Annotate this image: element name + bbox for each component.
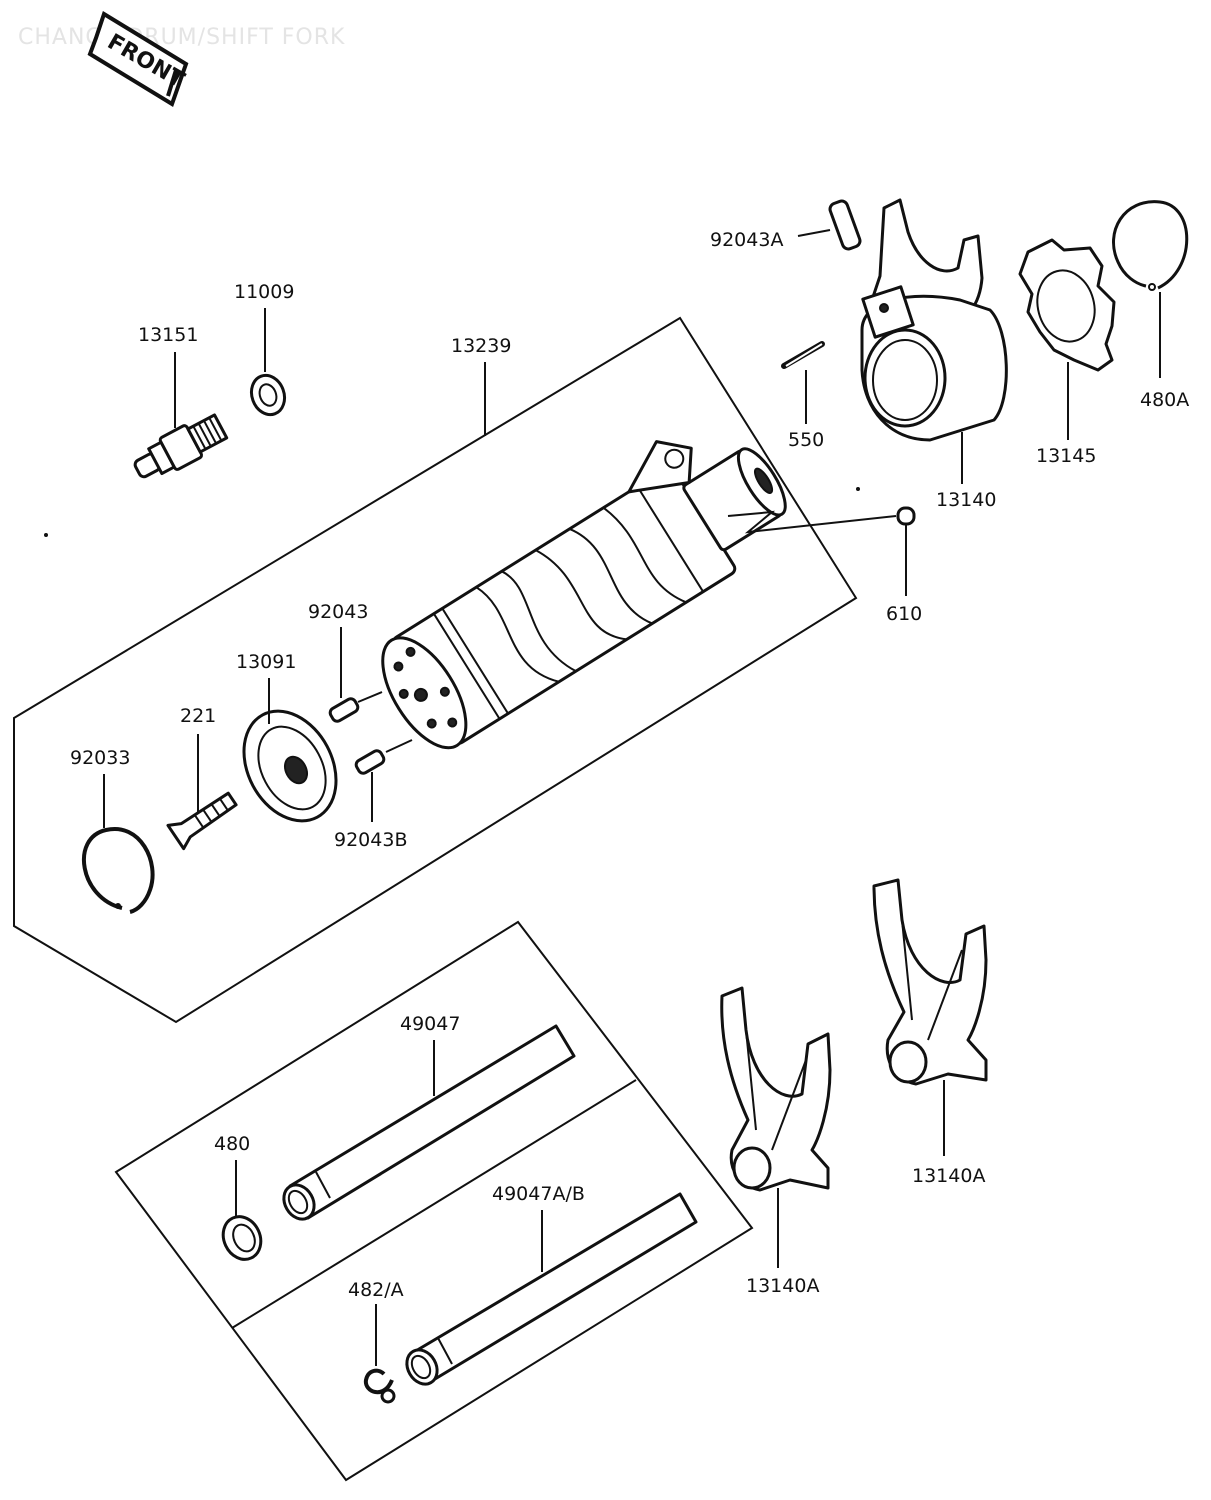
washer-11009: [249, 373, 287, 417]
label-480: 480: [214, 1133, 250, 1155]
label-550: 550: [788, 429, 824, 451]
clip-482A: [363, 1368, 396, 1404]
label-92043A: 92043A: [710, 229, 783, 251]
label-610: 610: [886, 603, 922, 625]
label-13151: 13151: [138, 324, 198, 346]
diagram-title: CHANGE DRUM/SHIFT FORK: [18, 25, 345, 50]
leader-92043-to-drum: [357, 691, 383, 703]
shift-fork-13140A-right: [872, 878, 988, 1086]
label-221: 221: [180, 705, 216, 727]
label-13140: 13140: [936, 489, 996, 511]
shift-fork-13140A-left: [720, 986, 832, 1192]
shift-rod-49047AB: [405, 1192, 698, 1386]
circlip-480A: [1112, 200, 1189, 291]
pin-92043: [328, 697, 360, 723]
label-13140A-left: 13140A: [746, 1275, 819, 1297]
circlip-92033: [81, 826, 155, 914]
label-13091: 13091: [236, 651, 296, 673]
screw-221: [166, 791, 238, 851]
shaft-frame-divider: [231, 1079, 637, 1329]
leader-610: [727, 510, 897, 534]
label-11009: 11009: [234, 281, 294, 303]
pin-92043A: [828, 199, 862, 251]
change-drum-13239: [381, 440, 787, 750]
label-13140A-right: 13140A: [912, 1165, 985, 1187]
label-482A: 482/A: [348, 1279, 404, 1301]
shift-fork-13140: [860, 198, 1008, 442]
pin-610: [896, 506, 916, 526]
neutral-switch-13151: [133, 413, 229, 479]
label-92033: 92033: [70, 747, 130, 769]
drum-assembly-frame: [13, 316, 858, 1024]
cotter-pin-550: [781, 341, 825, 369]
label-92043B: 92043B: [334, 829, 407, 851]
leader-92043B-to-drum: [385, 739, 413, 753]
shaft-assembly-frame: [114, 920, 754, 1482]
label-13145: 13145: [1036, 445, 1096, 467]
label-49047: 49047: [400, 1013, 460, 1035]
pin-plate-13091: [242, 709, 338, 823]
pin-plate-13145: [1018, 238, 1116, 372]
speck: [856, 487, 860, 491]
label-13239: 13239: [451, 335, 511, 357]
label-480A: 480A: [1140, 389, 1189, 411]
pin-92043B: [354, 749, 386, 775]
label-49047AB: 49047A/B: [492, 1183, 585, 1205]
circlip-480: [221, 1215, 263, 1261]
leader-92043A: [797, 229, 831, 237]
speck: [44, 533, 48, 537]
label-92043: 92043: [308, 601, 368, 623]
shift-rod-49047: [282, 1024, 576, 1221]
